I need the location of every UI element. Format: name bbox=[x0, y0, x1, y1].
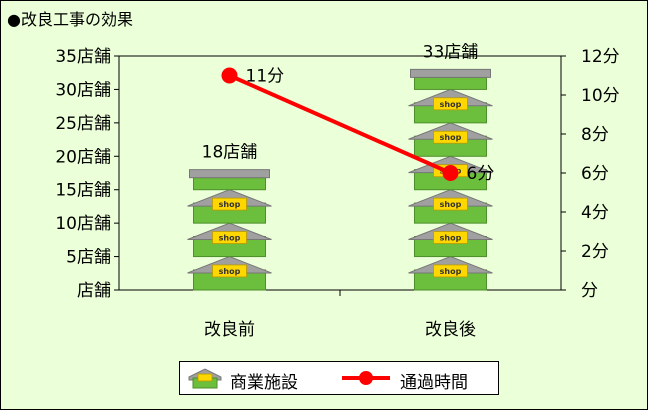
right-axis-tick-label: 12分 bbox=[581, 47, 620, 67]
left-axis-tick-label: 5店舗 bbox=[66, 248, 111, 268]
legend-shop-icon bbox=[188, 368, 222, 389]
shop-sign-text: shop bbox=[440, 267, 462, 276]
right-axis-tick-label: 6分 bbox=[581, 164, 609, 184]
shop-roof-partial bbox=[189, 169, 270, 179]
shop-sign-text: shop bbox=[219, 234, 241, 243]
category-label: 改良前 bbox=[204, 320, 255, 340]
shop-sign bbox=[433, 130, 468, 144]
time-line bbox=[228, 73, 452, 175]
left-axis-tick-label: 25店舗 bbox=[55, 114, 111, 134]
time-point bbox=[442, 165, 459, 181]
bar-data-label: 18店舗 bbox=[202, 143, 258, 163]
bar-shop-stack: shop shop shop bbox=[187, 169, 272, 291]
right-axis-tick-label: 4分 bbox=[581, 203, 609, 223]
left-axis-tick-label: 15店舗 bbox=[55, 181, 111, 201]
right-axis-tick-label: 分 bbox=[581, 281, 598, 301]
shop-sign bbox=[433, 97, 468, 111]
line-data-label: 6分 bbox=[467, 164, 495, 184]
time-point bbox=[221, 67, 238, 84]
shop-sign-text: shop bbox=[219, 200, 241, 209]
right-axis-tick-label: 8分 bbox=[581, 125, 609, 145]
bar-data-label: 33店舗 bbox=[423, 42, 479, 62]
category-label: 改良後 bbox=[425, 320, 476, 340]
shop-sign bbox=[212, 231, 247, 244]
left-axis-tick-label: 10店舗 bbox=[55, 214, 111, 234]
shop-sign-text: shop bbox=[440, 200, 462, 209]
right-axis-tick-label: 2分 bbox=[581, 242, 609, 262]
left-axis-tick-label: 20店舗 bbox=[55, 147, 111, 167]
left-axis-tick-label: 30店舗 bbox=[55, 80, 111, 100]
shop-sign bbox=[212, 197, 247, 211]
plot-area bbox=[118, 55, 562, 291]
legend: 商業施設 通過時間 bbox=[179, 361, 499, 395]
chart-title: ●改良工事の効果 bbox=[7, 10, 133, 29]
right-axis-tick-label: 10分 bbox=[581, 86, 620, 106]
legend-label-time: 通過時間 bbox=[400, 373, 468, 393]
legend-label-shops: 商業施設 bbox=[230, 373, 298, 393]
shop-sign-text: shop bbox=[219, 267, 241, 276]
shop-sign-text: shop bbox=[440, 234, 462, 243]
shop-sign bbox=[433, 264, 468, 278]
shop-sign bbox=[433, 231, 468, 244]
line-data-label: 11分 bbox=[246, 67, 285, 87]
shop-sign-text: shop bbox=[440, 100, 462, 109]
left-axis-tick-label: 店舗 bbox=[77, 281, 111, 301]
shop-sign bbox=[433, 197, 468, 211]
shop-roof-partial bbox=[410, 68, 491, 78]
shop-sign-text: shop bbox=[440, 133, 462, 142]
shop-sign bbox=[212, 264, 247, 278]
left-axis-tick-label: 35店舗 bbox=[55, 47, 111, 67]
shop-body bbox=[193, 177, 266, 191]
shop-body bbox=[414, 76, 487, 90]
legend-line-marker-icon bbox=[342, 371, 390, 385]
